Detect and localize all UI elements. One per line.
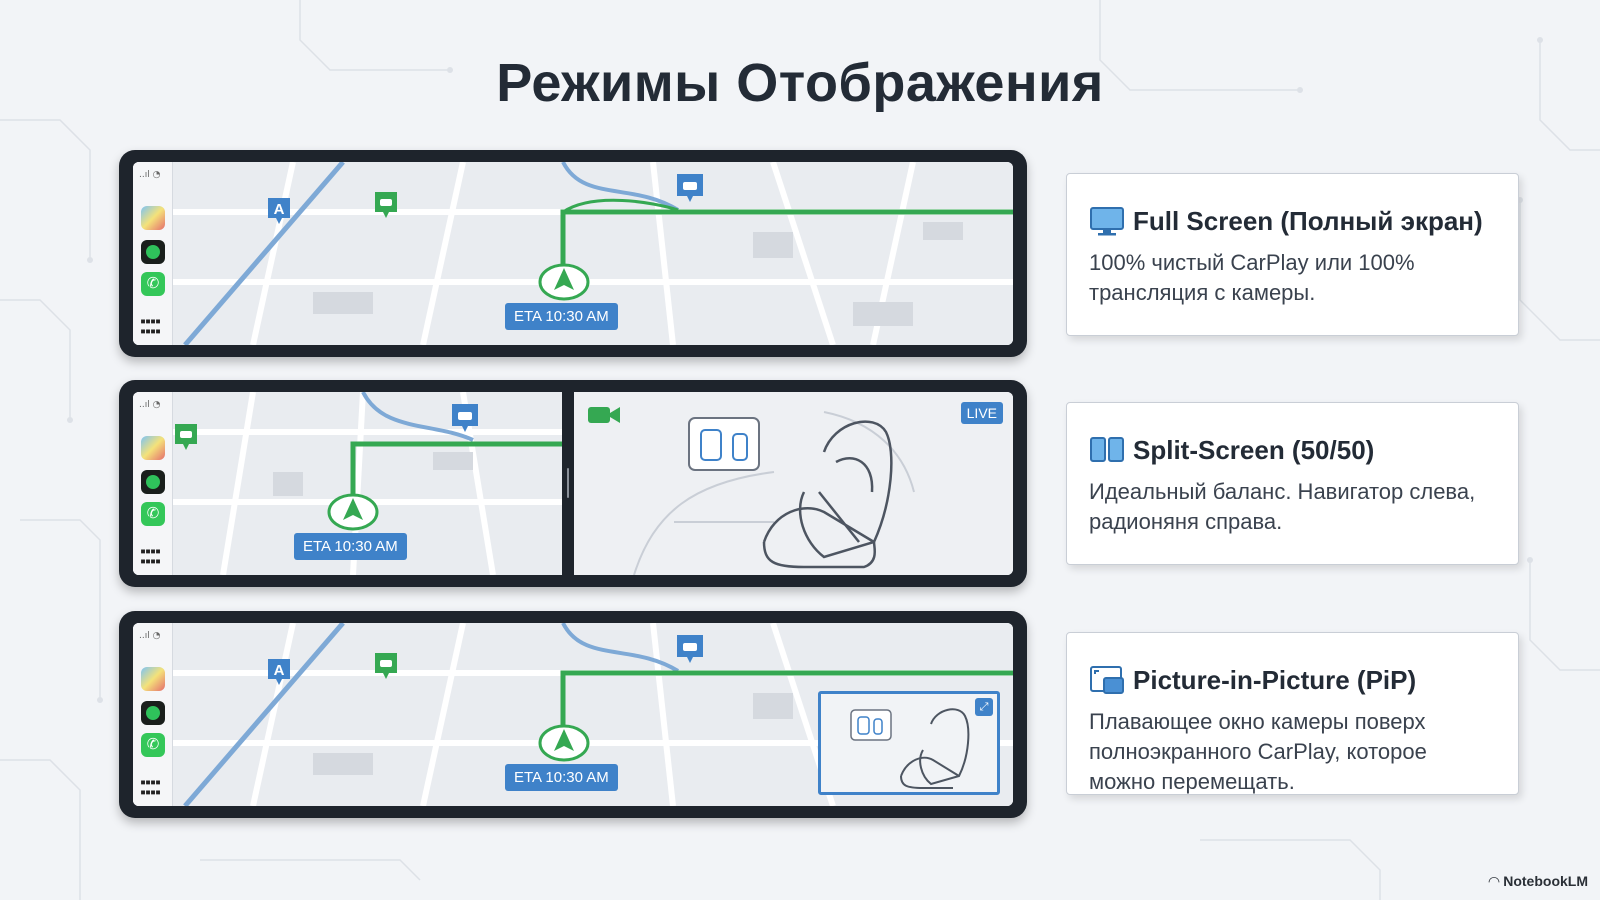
car-pin-green-icon <box>175 424 197 450</box>
baby-seat-camera-view <box>850 708 970 789</box>
waypoint-a-icon: A <box>268 659 290 685</box>
video-camera-icon <box>588 407 620 423</box>
signal-status-icon: ..ıl ◔ <box>139 631 161 641</box>
signal-status-icon: ..ıl ◔ <box>139 170 161 180</box>
live-badge: LIVE <box>960 402 1003 424</box>
carplay-dock: ..ıl ◔ ✆ ▪▪▪▪▪▪▪▪ <box>133 623 173 806</box>
mode-card-pip: Picture-in-Picture (PiP) Плавающее окно … <box>1066 632 1519 795</box>
brand-watermark: ◠ NotebookLM <box>1489 873 1588 890</box>
spotify-icon[interactable] <box>141 470 165 494</box>
display-screen: ETA 10:30 AM <box>133 392 1013 575</box>
baby-seat-camera-view <box>574 392 1013 575</box>
map-pane: ETA 10:30 AM <box>133 392 562 575</box>
eta-badge: ETA 10:30 AM <box>294 533 407 560</box>
page-title: Режимы Отображения <box>496 53 1104 113</box>
car-pin-green-icon <box>375 653 397 679</box>
mirror-display-split-screen: ETA 10:30 AM <box>119 380 1027 587</box>
car-pin-blue-icon <box>452 404 478 432</box>
notebooklm-logo-icon: ◠ <box>1488 873 1504 889</box>
map-pane: A ETA 10:30 AM <box>133 162 1013 345</box>
mode-title: Full Screen (Полный экран) <box>1133 205 1483 236</box>
maps-icon[interactable] <box>141 667 165 691</box>
expand-icon[interactable]: ⤢ <box>975 698 993 716</box>
app-grid-icon[interactable]: ▪▪▪▪▪▪▪▪ <box>140 777 161 798</box>
svg-text:A: A <box>274 662 285 679</box>
brand-label: NotebookLM <box>1503 873 1588 889</box>
svg-text:A: A <box>274 201 285 218</box>
camera-pane: LIVE <box>574 392 1013 575</box>
navigation-arrow-icon <box>538 724 590 762</box>
mode-card-full-screen: Full Screen (Полный экран) 100% чистый C… <box>1066 173 1519 336</box>
mode-description: Плавающее окно камеры поверх полноэкранн… <box>1089 709 1427 794</box>
car-pin-blue-icon <box>677 174 703 202</box>
carplay-dock: ..ıl ◔ ✆ ▪▪▪▪▪▪▪▪ <box>133 162 173 345</box>
mode-description: 100% чистый CarPlay или 100% трансляция … <box>1089 250 1415 305</box>
mode-title: Split-Screen (50/50) <box>1133 434 1375 465</box>
carplay-dock: ..ıl ◔ ✆ ▪▪▪▪▪▪▪▪ <box>133 392 173 575</box>
phone-icon[interactable]: ✆ <box>141 502 165 526</box>
map-pane: A ETA 10:30 AM <box>133 623 1013 806</box>
mirror-display-pip: A ETA 10:30 AM <box>119 611 1027 818</box>
phone-icon[interactable]: ✆ <box>141 733 165 757</box>
eta-badge: ETA 10:30 AM <box>505 303 618 330</box>
signal-status-icon: ..ıl ◔ <box>139 400 161 410</box>
car-pin-green-icon <box>375 192 397 218</box>
navigation-arrow-icon <box>538 263 590 301</box>
waypoint-a-icon: A <box>268 198 290 224</box>
spotify-icon[interactable] <box>141 240 165 264</box>
mode-card-split-screen: Split-Screen (50/50) Идеальный баланс. Н… <box>1066 402 1519 565</box>
monitor-icon <box>1090 207 1124 236</box>
phone-icon[interactable]: ✆ <box>141 272 165 296</box>
display-screen: A ETA 10:30 AM <box>133 623 1013 806</box>
display-screen: A ETA 10:30 AM ..ıl ◔ ✆ ▪▪▪▪▪▪▪▪ <box>133 162 1013 345</box>
split-screen-icon <box>1090 437 1124 462</box>
split-divider-handle[interactable] <box>562 392 574 575</box>
maps-icon[interactable] <box>141 436 165 460</box>
app-grid-icon[interactable]: ▪▪▪▪▪▪▪▪ <box>140 546 161 567</box>
pip-camera-window[interactable]: ⤢ <box>818 691 1000 795</box>
navigation-arrow-icon <box>327 493 379 531</box>
mode-description: Идеальный баланс. Навигатор слева, радио… <box>1089 479 1476 534</box>
spotify-icon[interactable] <box>141 701 165 725</box>
car-pin-blue-icon <box>677 635 703 663</box>
app-grid-icon[interactable]: ▪▪▪▪▪▪▪▪ <box>140 316 161 337</box>
eta-badge: ETA 10:30 AM <box>505 764 618 791</box>
picture-in-picture-icon <box>1090 666 1124 694</box>
maps-icon[interactable] <box>141 206 165 230</box>
mode-title: Picture-in-Picture (PiP) <box>1133 664 1417 695</box>
mirror-display-full-screen: A ETA 10:30 AM ..ıl ◔ ✆ ▪▪▪▪▪▪▪▪ <box>119 150 1027 357</box>
